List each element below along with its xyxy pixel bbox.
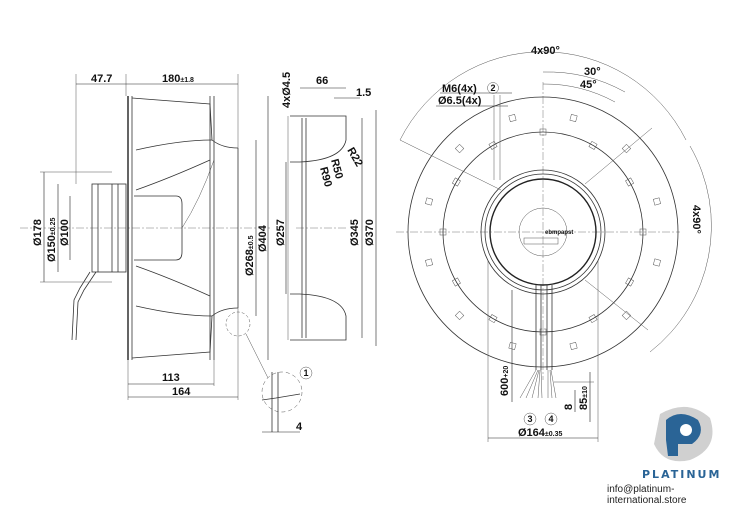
- dim-r50: R50: [328, 158, 345, 181]
- blade-tip: [621, 143, 632, 154]
- blade-tip: [652, 258, 661, 267]
- blade-tip: [569, 341, 578, 350]
- blade-tip: [625, 177, 635, 187]
- blade-tip: [454, 310, 465, 321]
- dim-cable-600: 600+20: [499, 366, 511, 396]
- blade-tips: [425, 114, 661, 350]
- dim-dia-404: Ø404: [257, 224, 269, 252]
- blade-tip: [451, 177, 461, 187]
- blade-tip: [451, 277, 461, 287]
- blade-tip: [439, 228, 447, 236]
- dim-113: 113: [162, 372, 180, 384]
- blade-tip: [625, 277, 635, 287]
- callout-1: 1: [304, 368, 309, 378]
- blade-tip: [425, 258, 434, 267]
- dim-4x90-top: 4x90°: [531, 45, 560, 57]
- dim-r90: R90: [317, 166, 334, 189]
- dim-1-5: 1.5: [356, 87, 371, 99]
- blade-tip: [639, 228, 647, 236]
- dim-45-deg: 45°: [580, 79, 597, 91]
- blade-tip: [454, 143, 465, 154]
- callout-2: 2: [491, 83, 496, 93]
- motor-housing: [91, 183, 127, 273]
- dim-hole-6-5: Ø6.5(4x): [438, 95, 482, 107]
- blade-tip: [539, 328, 547, 336]
- dim-180: 180±1.8: [162, 73, 194, 85]
- dim-dia-345: Ø345: [349, 219, 361, 246]
- blade-tip: [652, 197, 661, 206]
- dim-dia-178: Ø178: [32, 219, 44, 246]
- dim-4x90-right: 4x90°: [690, 205, 702, 234]
- dim-dia-150: Ø150±0.25: [46, 218, 58, 262]
- blade-tip: [508, 341, 517, 350]
- detail-view-1: [261, 371, 303, 413]
- dim-dia-268: Ø268±0.5: [244, 235, 256, 276]
- brand-label: ebmpapst: [545, 230, 573, 236]
- dim-dia-164: Ø164±0.35: [518, 427, 562, 439]
- blade-tip: [425, 197, 434, 206]
- contact-email: info@platinum-international.store: [607, 484, 687, 506]
- dim-strip-85: 85±10: [578, 386, 590, 410]
- side-view: 47.7 180±1.8 Ø178 Ø150±0.25 Ø100 Ø268±0.…: [20, 73, 313, 433]
- inlet-ring-view: 66 1.5 4xØ4.5 R90 R50 R22 Ø257 Ø345 Ø370: [275, 72, 377, 346]
- callout-3: 3: [528, 414, 533, 424]
- dim-66: 66: [316, 75, 328, 87]
- detail-dim-4: 4: [296, 421, 303, 433]
- dim-holes-4x4-5: 4xØ4.5: [281, 72, 293, 108]
- callout-4: 4: [549, 414, 554, 424]
- blade-tip: [569, 114, 578, 123]
- blade-tip: [488, 314, 498, 324]
- dim-30-deg: 30°: [584, 66, 601, 78]
- blade-tip: [621, 310, 632, 321]
- blade-tip: [488, 140, 498, 150]
- blade-tip: [588, 140, 598, 150]
- dim-164: 164: [172, 386, 191, 398]
- front-view: 4x90° 4x90° 30° 45° M6(4x) 2 Ø6.5(4x) eb…: [396, 45, 712, 442]
- dim-dia-370: Ø370: [364, 219, 376, 246]
- platinum-logo: [654, 406, 713, 462]
- blade-tip: [588, 314, 598, 324]
- dim-dia-100: Ø100: [59, 219, 71, 246]
- blade-tip: [539, 128, 547, 136]
- brand-name: PLATINUM: [642, 468, 722, 481]
- dim-47-7: 47.7: [91, 73, 112, 85]
- dim-strip-8: 8: [563, 404, 575, 410]
- dim-dia-257: Ø257: [275, 219, 287, 246]
- blade-tip: [508, 114, 517, 123]
- dim-m6-thread: M6(4x): [442, 83, 477, 95]
